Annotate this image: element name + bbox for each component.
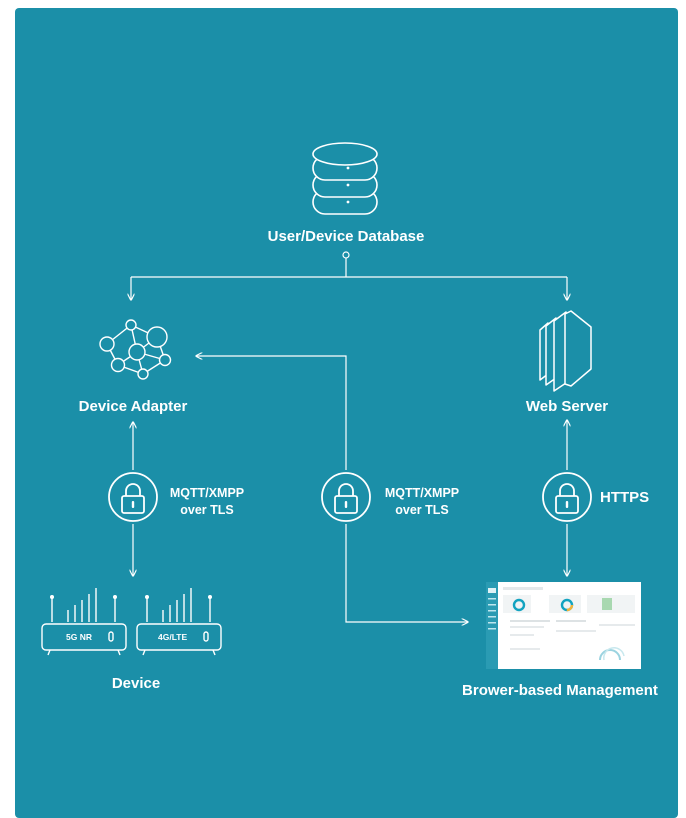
middle-protocol-line1: MQTT/XMPP	[384, 486, 460, 500]
network-adapter-icon	[99, 319, 172, 380]
router-4g-tag: 4G/LTE	[158, 632, 187, 642]
web-server-icon	[539, 310, 592, 392]
router-5g-tag: 5G NR	[66, 632, 92, 642]
router-4g-icon: 4G/LTE	[136, 588, 222, 656]
database-icon	[312, 142, 378, 215]
middle-protocol-label: MQTT/XMPP over TLS	[379, 485, 465, 519]
device-adapter-label: Device Adapter	[78, 398, 188, 415]
db-connector-dot	[342, 251, 350, 259]
middle-protocol-line2: over TLS	[395, 503, 449, 517]
browser-adapter-connector	[196, 356, 468, 622]
left-protocol-line2: over TLS	[180, 503, 234, 517]
browser-management-label: Brower-based Management	[462, 682, 658, 699]
https-label: HTTPS	[600, 489, 650, 506]
lock-icon-left	[108, 472, 158, 522]
router-5g-icon: 5G NR	[41, 588, 127, 656]
browser-dashboard-thumbnail	[486, 582, 641, 669]
left-protocol-label: MQTT/XMPP over TLS	[164, 485, 250, 519]
device-label: Device	[111, 675, 161, 692]
lock-icon-middle	[321, 472, 371, 522]
db-to-adapter-connector	[131, 257, 567, 300]
lock-icon-right	[542, 472, 592, 522]
web-server-label: Web Server	[525, 398, 609, 415]
database-label: User/Device Database	[267, 228, 425, 245]
left-protocol-line1: MQTT/XMPP	[169, 486, 245, 500]
